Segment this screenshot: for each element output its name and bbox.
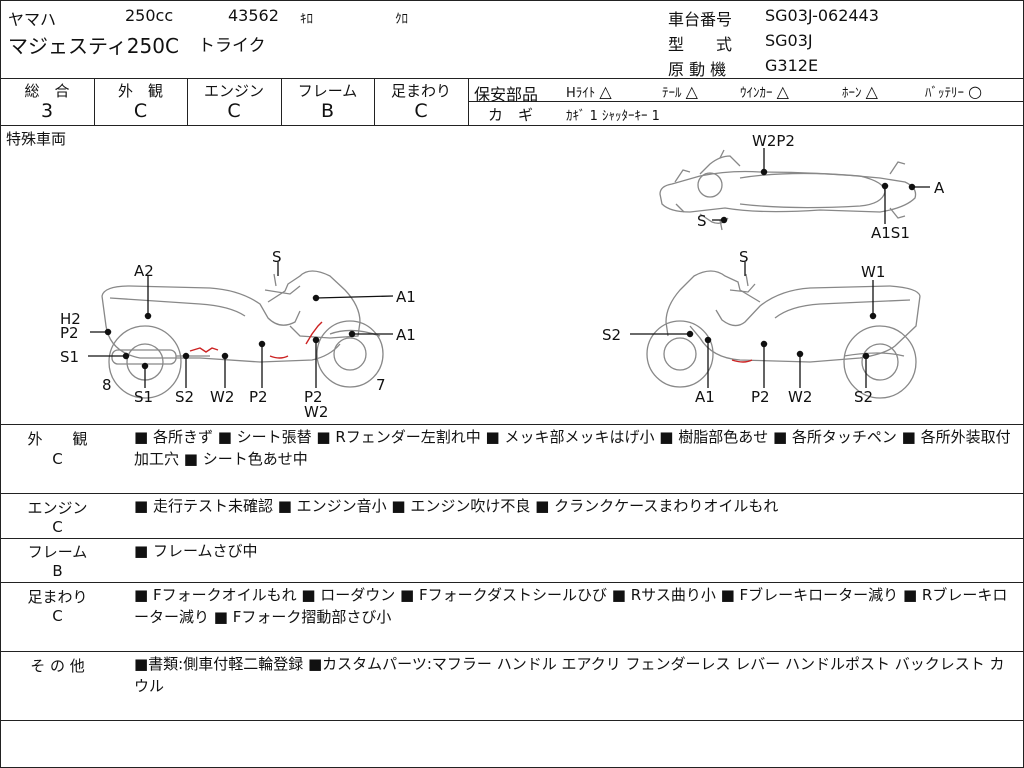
- engine-label: 原 動 機: [668, 60, 727, 79]
- safety-label: 保安部品: [474, 85, 539, 104]
- left-label-s1: S1: [60, 348, 79, 366]
- suspension-value: C: [414, 100, 428, 122]
- displacement: 250cc: [125, 6, 174, 25]
- section-frame-grade: B: [52, 562, 63, 580]
- section-engine-grade: C: [52, 518, 63, 536]
- overall-label: 総 合: [24, 82, 70, 100]
- model-suffix: トライク: [198, 36, 266, 56]
- section-frame-label: フレーム: [27, 543, 88, 561]
- safety-battery: ﾊﾞｯﾃﾘｰ ○: [925, 82, 983, 101]
- left-bottom-w2: W2: [210, 388, 234, 406]
- exterior-label: 外 観: [117, 82, 163, 100]
- safety-winker: ｳｲﾝｶｰ △: [740, 82, 789, 101]
- right-bottom-a1: A1: [695, 388, 715, 406]
- left-label-a1-mid: A1: [396, 326, 416, 344]
- left-side-scooter: [101, 270, 384, 399]
- safety-headlight: Hﾗｲﾄ △: [566, 82, 612, 101]
- top-label-w2p2: W2P2: [752, 132, 795, 150]
- safety-horn: ﾎｰﾝ △: [842, 82, 878, 101]
- left-label-8: 8: [102, 376, 112, 394]
- color: ｸﾛ: [395, 12, 408, 27]
- right-label-s2: S2: [602, 326, 621, 344]
- left-label-h2: H2: [60, 310, 81, 328]
- section-engine-label: エンジン: [27, 499, 88, 517]
- special-vehicle-label: 特殊車両: [6, 130, 67, 148]
- section-exterior-grade: C: [52, 450, 63, 468]
- engine-grade-value: C: [227, 100, 241, 122]
- section-other-text: ■書類:側車付軽二輪登録 ■カスタムパーツ:マフラー ハンドル エアクリ フェン…: [134, 655, 1005, 695]
- maker: ヤマハ: [8, 10, 57, 29]
- right-label-s: S: [739, 248, 749, 266]
- left-bottom-p2: P2: [249, 388, 268, 406]
- suspension-label: 足まわり: [390, 82, 451, 100]
- top-label-a1s1: A1S1: [871, 224, 910, 242]
- mileage: 43562: [228, 6, 279, 25]
- overall-value: 3: [40, 100, 54, 122]
- right-bottom-p2: P2: [751, 388, 770, 406]
- type-value: SG03J: [765, 31, 813, 50]
- chassis-value: SG03J-062443: [765, 6, 879, 25]
- section-suspension-label: 足まわり: [27, 588, 88, 606]
- left-label-7: 7: [376, 376, 386, 394]
- left-bottom-s2: S2: [175, 388, 194, 406]
- section-exterior-text: ■ 各所きず ■ シート張替 ■ Rフェンダー左割れ中 ■ メッキ部メッキはげ小…: [134, 428, 1011, 468]
- damage-mark-right-1: [731, 359, 753, 363]
- top-label-s: S: [697, 212, 707, 230]
- section-suspension-grade: C: [52, 607, 63, 625]
- exterior-value: C: [133, 100, 148, 122]
- right-bottom-s2: S2: [854, 388, 873, 406]
- top-label-a: A: [934, 179, 945, 197]
- left-label-a2: A2: [134, 262, 154, 280]
- right-label-w1: W1: [861, 263, 885, 281]
- section-engine-text: ■ 走行テスト未確認 ■ エンジン音小 ■ エンジン吹け不良 ■ クランクケース…: [134, 497, 779, 515]
- frame-value: B: [320, 100, 335, 122]
- damage-mark-left-3: [305, 321, 323, 345]
- safety-tail: ﾃｰﾙ △: [662, 82, 698, 101]
- right-bottom-w2: W2: [788, 388, 812, 406]
- key-label: カ ギ: [488, 106, 534, 124]
- right-side-scooter: [646, 270, 921, 399]
- left-bottom-p2w2-top: P2: [304, 388, 323, 406]
- left-label-p2: P2: [60, 324, 79, 342]
- frame-label: フレーム: [297, 82, 358, 100]
- model-name: マジェスティ250C: [8, 34, 179, 58]
- vehicle-diagram: W2P2 A S A1S1 S A2 A1 H2 P2 A1 S1 8 7 S1…: [60, 132, 945, 421]
- mileage-unit: ｷﾛ: [300, 12, 313, 27]
- left-bottom-p2w2-bot: W2: [304, 403, 328, 421]
- left-label-s: S: [272, 248, 282, 266]
- left-label-a1-top: A1: [396, 288, 416, 306]
- section-exterior-label: 外 観: [27, 430, 88, 448]
- engine-grade-label: エンジン: [203, 82, 264, 100]
- engine-value: G312E: [765, 56, 819, 75]
- section-frame-text: ■ フレームさび中: [134, 542, 258, 560]
- key-value: ｶｷﾞ 1 ｼｬｯﾀｰｷｰ 1: [566, 109, 660, 124]
- section-suspension-text: ■ Fフォークオイルもれ ■ ローダウン ■ Fフォークダストシールひび ■ R…: [134, 586, 1008, 626]
- damage-mark-left-1: [189, 347, 219, 353]
- damage-mark-left-2: [269, 355, 289, 359]
- section-other-label: そ の 他: [30, 657, 85, 675]
- left-bottom-s1: S1: [134, 388, 153, 406]
- chassis-label: 車台番号: [668, 10, 733, 29]
- top-view-scooter: [659, 149, 917, 231]
- type-label: 型 式: [668, 35, 733, 54]
